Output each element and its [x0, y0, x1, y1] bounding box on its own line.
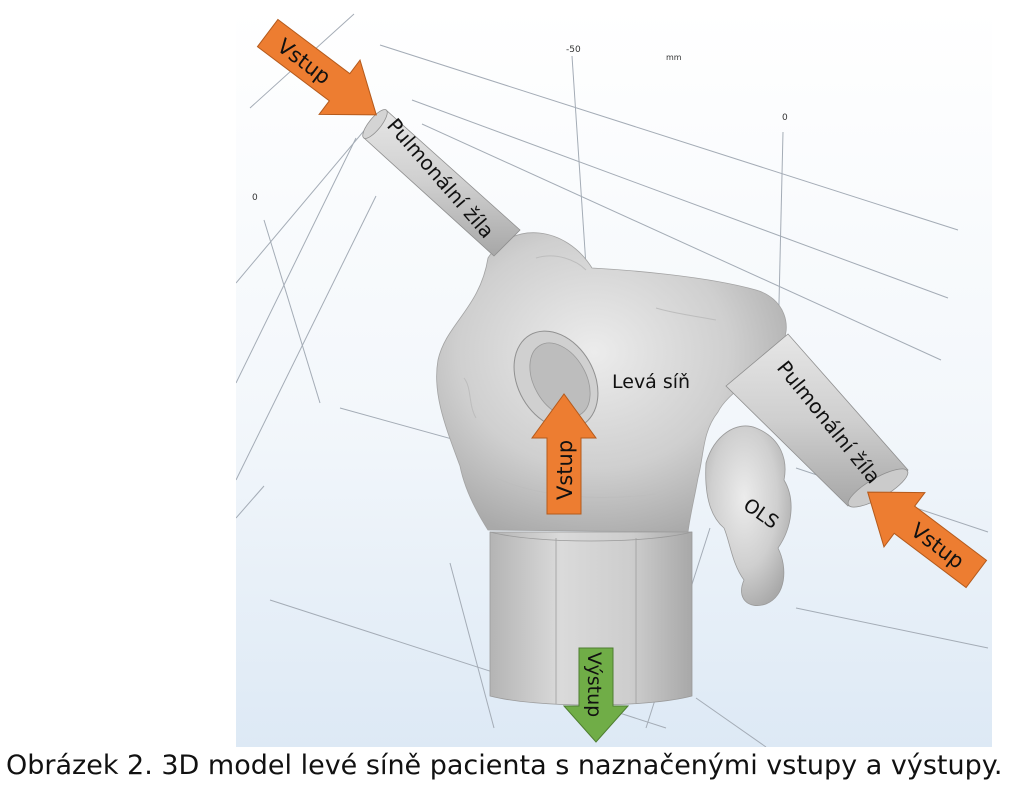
- pulmonary-vein-left: [362, 109, 521, 257]
- pulmonary-vein-right: [725, 333, 909, 508]
- atrium-opening: [513, 330, 599, 430]
- axis-unit: mm: [666, 53, 682, 62]
- axis-tick-right: 0: [782, 113, 788, 123]
- inlet-arrow-center: Vstup: [531, 393, 597, 515]
- outlet-arrow: Výstup: [562, 647, 630, 743]
- outlet-arrow-label: Výstup: [583, 652, 605, 717]
- axis-grid: [236, 13, 989, 747]
- figure-caption: Obrázek 2. 3D model levé síně pacienta s…: [6, 750, 1003, 781]
- atrium-label: Levá síň: [612, 371, 690, 393]
- appendage-shape: [705, 425, 792, 606]
- axis-tick-top: -50: [566, 45, 581, 55]
- inlet-arrow-center-label: Vstup: [553, 440, 577, 500]
- axis-tick-left: 0: [252, 193, 258, 203]
- figure-3d-model: -50 mm 0 0 Vstup Vstup: [236, 8, 992, 747]
- atrium-shape: [436, 232, 787, 533]
